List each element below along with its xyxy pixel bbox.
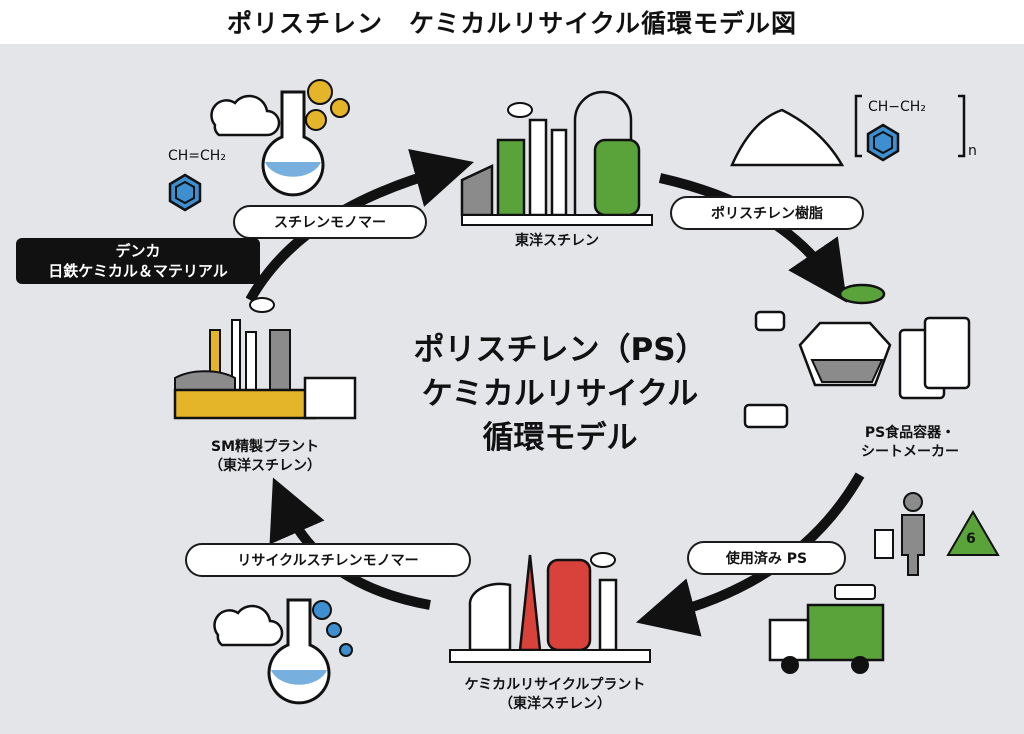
center-heading-line-1: ポリスチレン（PS） [413, 332, 707, 368]
flow-ps-resin: ポリスチレン樹脂 [670, 196, 864, 230]
cloud-icon-bottom [213, 604, 284, 647]
label-ps-maker-line-2: シートメーカー [861, 444, 959, 460]
cloud-icon [210, 94, 281, 137]
recycle-mark-icon [946, 510, 1000, 556]
center-heading-line-3: 循環モデル [482, 420, 638, 456]
monomer-formula: CH=CH₂ [168, 148, 226, 164]
label-sm-plant-line-2: （東洋スチレン） [209, 458, 321, 474]
gear-icon [305, 79, 350, 131]
food-containers-icon [743, 283, 971, 429]
garbage-truck-icon [768, 584, 885, 674]
flow-styrene-monomer: スチレンモノマー [233, 205, 427, 239]
polymer-formula: CH−CH₂ [868, 99, 926, 115]
bubbles-icon [312, 600, 353, 657]
page-title: ポリスチレン ケミカルリサイクル循環モデル図 [0, 0, 1024, 44]
label-recycle-plant: ケミカルリサイクルプラント （東洋スチレン） [430, 676, 680, 714]
label-ps-maker: PS食品容器・ シートメーカー [820, 424, 1000, 462]
polymer-subscript: n [968, 143, 977, 159]
flow-recycled-monomer: リサイクルスチレンモノマー [185, 543, 471, 577]
center-heading-line-2: ケミカルリサイクル [421, 376, 699, 412]
label-recycle-plant-line-1: ケミカルリサイクルプラント [464, 677, 646, 693]
flask-icon [261, 90, 325, 197]
flask-icon-bottom [267, 598, 331, 705]
partner-line-2: 日鉄ケミカル＆マテリアル [48, 262, 228, 280]
recycle-number: 6 [966, 531, 976, 547]
label-recycle-plant-line-2: （東洋スチレン） [499, 696, 611, 712]
factory-recycle-plant-icon [449, 552, 651, 663]
benzene-icon [168, 173, 202, 212]
resin-pellets-icon [730, 108, 845, 167]
factory-toyo-styrene-icon [460, 90, 653, 226]
label-sm-plant: SM精製プラント （東洋スチレン） [175, 438, 355, 476]
person-icon [874, 492, 925, 576]
label-toyo-styrene: 東洋スチレン [515, 233, 599, 249]
partner-companies-box: デンカ 日鉄ケミカル＆マテリアル [16, 238, 260, 284]
factory-sm-plant-icon [173, 297, 357, 420]
center-heading: ポリスチレン（PS） ケミカルリサイクル 循環モデル [390, 328, 730, 460]
partner-line-1: デンカ [115, 242, 161, 260]
label-sm-plant-line-1: SM精製プラント [210, 439, 319, 455]
label-ps-maker-line-1: PS食品容器・ [864, 425, 956, 441]
flow-used-ps: 使用済み PS [687, 541, 846, 575]
polymer-bracket-icon [854, 94, 966, 162]
